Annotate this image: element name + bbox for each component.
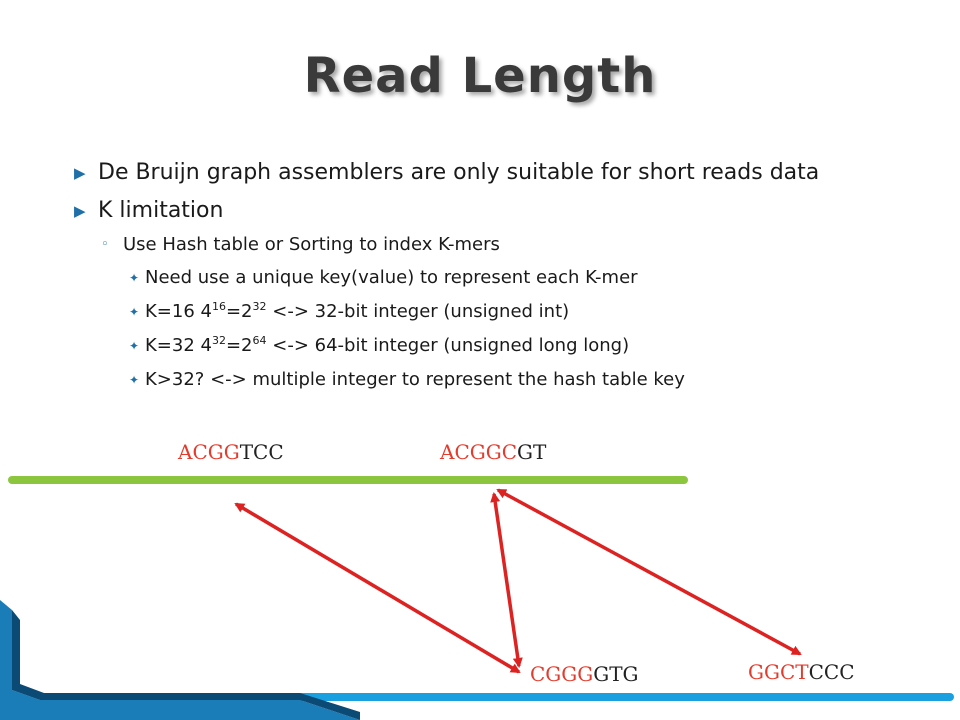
arrow-bullet-icon: ▶: [74, 202, 86, 220]
slide-title: Read Length: [303, 48, 657, 104]
kmer-black-part: GT: [517, 440, 547, 464]
kmer-red-part: ACGGC: [440, 440, 518, 464]
kmer-label-acggtcc: ACGGTCC: [178, 440, 284, 464]
kmer-label-acggcgt: ACGGCGT: [440, 440, 546, 464]
bullet-text: De Bruijn graph assemblers are only suit…: [98, 160, 820, 185]
slide-corner-shadow: [12, 610, 360, 720]
k16-prefix: K=16 4: [145, 301, 212, 322]
bullet-de-bruijn: ▶ De Bruijn graph assemblers are only su…: [68, 158, 928, 188]
kmer-red-part: ACGG: [178, 440, 240, 464]
link-arrow-acggcgt-ggctccc: [496, 488, 802, 656]
k32-mid: =2: [225, 335, 253, 356]
k32-rest: <-> 64-bit integer (unsigned long long): [266, 335, 630, 356]
diamond-bullet-icon: ✦: [129, 373, 140, 387]
k32-prefix: K=32 4: [145, 335, 212, 356]
link-arrow-acggcgt-cggggtg: [490, 492, 523, 668]
sub-sub-bullet-unique-key: ✦ Need use a unique key(value) to repres…: [68, 264, 928, 292]
sub-sub-bullet-text: K>32? <-> multiple integer to represent …: [145, 369, 685, 390]
sub-sub-bullet-k16: ✦ K=16 416=232 <-> 32-bit integer (unsig…: [68, 298, 928, 326]
diamond-bullet-icon: ✦: [129, 339, 140, 353]
k16-rest: <-> 32-bit integer (unsigned int): [266, 301, 570, 322]
sub-sub-bullet-text: Need use a unique key(value) to represen…: [145, 267, 638, 288]
link-arrow-acggtcc-cggggtg: [234, 502, 521, 674]
k16-mid: =2: [225, 301, 253, 322]
sub-bullet-hash-table: ◦ Use Hash table or Sorting to index K-m…: [68, 232, 928, 258]
kmer-red-part: GGCT: [748, 660, 809, 684]
k32-exponent-1: 32: [211, 334, 226, 347]
sub-sub-bullet-k32: ✦ K=32 432=264 <-> 64-bit integer (unsig…: [68, 332, 928, 360]
arrow-bullet-icon: ▶: [74, 164, 86, 182]
kmer-red-part: CGGG: [530, 662, 594, 686]
sub-bullet-text: Use Hash table or Sorting to index K-mer…: [123, 234, 500, 255]
k32-exponent-2: 64: [252, 334, 267, 347]
bullet-text: K limitation: [98, 198, 224, 223]
kmer-label-cggggtg: CGGGGTG: [530, 662, 639, 686]
diamond-bullet-icon: ✦: [129, 271, 140, 285]
k16-exponent-1: 16: [211, 300, 226, 313]
bullet-k-limitation: ▶ K limitation: [68, 196, 928, 226]
kmer-black-part: TCC: [239, 440, 284, 464]
circle-bullet-icon: ◦: [101, 237, 109, 252]
sub-sub-bullet-k-greater-32: ✦ K>32? <-> multiple integer to represen…: [68, 366, 928, 394]
kmer-label-ggctccc: GGCTCCC: [748, 660, 855, 684]
diamond-bullet-icon: ✦: [129, 305, 140, 319]
kmer-black-part: GTG: [593, 662, 639, 686]
bullet-list: ▶ De Bruijn graph assemblers are only su…: [68, 158, 928, 394]
kmer-black-part: CCC: [808, 660, 855, 684]
k16-exponent-2: 32: [252, 300, 267, 313]
